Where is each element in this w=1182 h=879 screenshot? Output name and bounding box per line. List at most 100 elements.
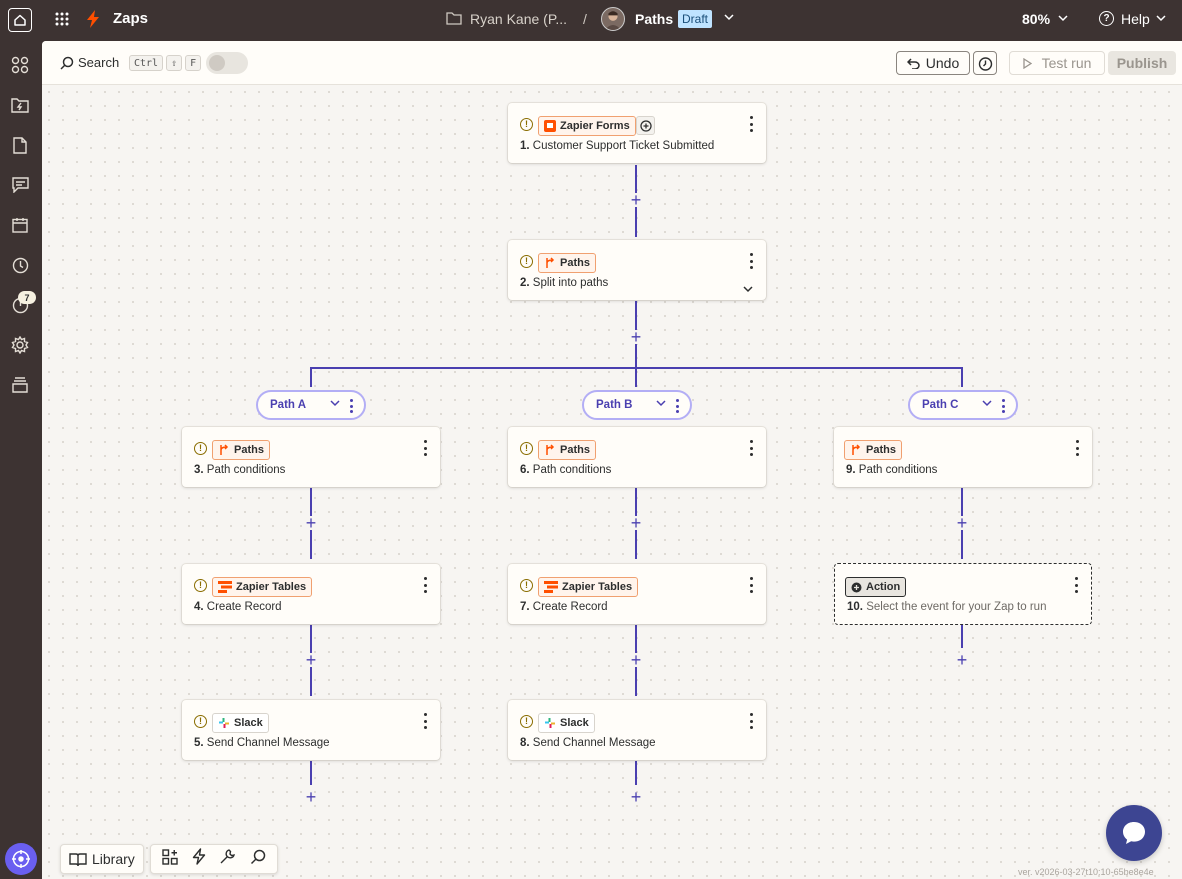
zaps-icon[interactable] xyxy=(9,94,31,116)
more-options-icon[interactable] xyxy=(676,399,680,413)
app-name: Slack xyxy=(234,717,263,729)
step-card[interactable]: ! Slack 8. Send Channel Message xyxy=(508,700,766,760)
test-run-button[interactable]: Test run xyxy=(1009,51,1105,75)
step-card[interactable]: ! Paths 6. Path conditions xyxy=(508,427,766,487)
more-options-icon[interactable] xyxy=(422,577,428,593)
zoom-chevron-icon[interactable] xyxy=(1058,15,1068,22)
connector-line xyxy=(635,367,637,387)
app-badge: Slack xyxy=(538,713,595,733)
step-card[interactable]: ! Zapier Forms 1. Customer Support Ticke… xyxy=(508,103,766,163)
chevron-down-icon[interactable] xyxy=(724,14,734,21)
path-label: Path B xyxy=(596,399,633,411)
step-card[interactable]: ! Zapier Tables 7. Create Record xyxy=(508,564,766,624)
publish-button[interactable]: Publish xyxy=(1108,51,1176,75)
avatar[interactable] xyxy=(601,7,625,31)
tool-icon[interactable] xyxy=(219,848,236,870)
step-number: 10. xyxy=(847,601,863,613)
help-label[interactable]: Help xyxy=(1121,11,1150,27)
add-step-button[interactable]: + xyxy=(630,787,642,807)
app-grid-icon[interactable] xyxy=(54,11,70,27)
path-a-pill[interactable]: Path A xyxy=(256,390,366,420)
app-name: Paths xyxy=(234,444,264,456)
view-toggle[interactable] xyxy=(206,52,248,74)
add-app-icon[interactable] xyxy=(636,116,655,135)
calendar-icon[interactable] xyxy=(9,214,31,236)
notification-badge: 7 xyxy=(18,291,36,304)
assistant-icon[interactable] xyxy=(5,843,37,875)
more-options-icon[interactable] xyxy=(748,440,754,456)
library-button[interactable]: Library xyxy=(60,844,144,874)
add-step-button[interactable]: + xyxy=(304,513,318,533)
step-card[interactable]: ! Paths 3. Path conditions xyxy=(182,427,440,487)
version-history-button[interactable] xyxy=(973,51,997,75)
more-options-icon[interactable] xyxy=(1073,577,1079,593)
app-name: Zapier Tables xyxy=(562,581,633,593)
step-label: Send Channel Message xyxy=(532,737,656,749)
app-name: Action xyxy=(866,581,901,593)
step-number: 9. xyxy=(846,464,856,476)
undo-icon xyxy=(906,57,920,69)
add-step-button[interactable]: + xyxy=(629,190,643,210)
warning-icon: ! xyxy=(194,715,207,728)
support-chat-button[interactable] xyxy=(1106,805,1162,861)
library-label: Library xyxy=(92,851,135,867)
collapse-chevron-icon[interactable] xyxy=(743,280,753,298)
add-step-button[interactable]: + xyxy=(629,513,643,533)
document-icon[interactable] xyxy=(9,134,31,156)
more-options-icon[interactable] xyxy=(422,440,428,456)
undo-button[interactable]: Undo xyxy=(896,51,970,75)
path-label: Path A xyxy=(270,399,306,411)
settings-icon[interactable] xyxy=(9,334,31,356)
app-name: Paths xyxy=(866,444,896,456)
step-card[interactable]: Paths 9. Path conditions xyxy=(834,427,1092,487)
folder-icon xyxy=(446,11,462,25)
add-step-button[interactable]: + xyxy=(305,787,317,807)
archive-icon[interactable] xyxy=(9,374,31,396)
step-card[interactable]: ! Slack 5. Send Channel Message xyxy=(182,700,440,760)
warning-icon: ! xyxy=(520,715,533,728)
step-card[interactable]: ! Zapier Tables 4. Create Record xyxy=(182,564,440,624)
step-card-placeholder[interactable]: Action 10. Select the event for your Zap… xyxy=(834,563,1092,625)
history-icon[interactable] xyxy=(9,254,31,276)
step-title: 5. Send Channel Message xyxy=(194,737,330,749)
step-label: Path conditions xyxy=(206,464,286,476)
zoom-search-icon[interactable] xyxy=(250,849,266,870)
app-name: Paths xyxy=(560,444,590,456)
zap-canvas[interactable]: + + + + + + + + + + ! Zapier Forms 1. Cu… xyxy=(42,85,1182,879)
home-icon[interactable] xyxy=(8,8,32,32)
kbd-f: F xyxy=(185,55,202,71)
more-options-icon[interactable] xyxy=(748,577,754,593)
path-c-pill[interactable]: Path C xyxy=(908,390,1018,420)
search-icon[interactable] xyxy=(60,56,74,75)
zoom-level[interactable]: 80% xyxy=(1022,11,1051,27)
paths-icon xyxy=(852,444,861,455)
add-step-button[interactable]: + xyxy=(956,650,968,670)
more-options-icon[interactable] xyxy=(1074,440,1080,456)
more-options-icon[interactable] xyxy=(422,713,428,729)
add-step-button[interactable]: + xyxy=(955,513,969,533)
more-options-icon[interactable] xyxy=(748,253,754,269)
step-title: 1. Customer Support Ticket Submitted xyxy=(520,140,714,152)
add-step-button[interactable]: + xyxy=(304,650,318,670)
chat-icon[interactable] xyxy=(9,174,31,196)
zap-name[interactable]: Paths xyxy=(635,11,674,27)
more-options-icon[interactable] xyxy=(1002,399,1006,413)
help-chevron-icon[interactable] xyxy=(1156,15,1166,22)
step-card[interactable]: ! Paths 2. Split into paths xyxy=(508,240,766,300)
warning-icon: ! xyxy=(520,442,533,455)
search-label[interactable]: Search xyxy=(78,55,120,70)
help-icon[interactable]: ? xyxy=(1099,11,1114,26)
connector-line xyxy=(961,623,963,648)
path-b-pill[interactable]: Path B xyxy=(582,390,692,420)
more-options-icon[interactable] xyxy=(748,713,754,729)
bolt-icon[interactable] xyxy=(192,848,206,870)
add-step-button[interactable]: + xyxy=(629,327,643,347)
more-options-icon[interactable] xyxy=(350,399,354,413)
folder-name[interactable]: Ryan Kane (P... xyxy=(470,11,568,27)
app-title[interactable]: Zaps xyxy=(113,10,149,27)
more-options-icon[interactable] xyxy=(748,116,754,132)
add-step-button[interactable]: + xyxy=(629,650,643,670)
zap-bolt-icon xyxy=(86,10,100,28)
add-widget-icon[interactable] xyxy=(162,848,178,870)
apps-icon[interactable] xyxy=(9,54,31,76)
